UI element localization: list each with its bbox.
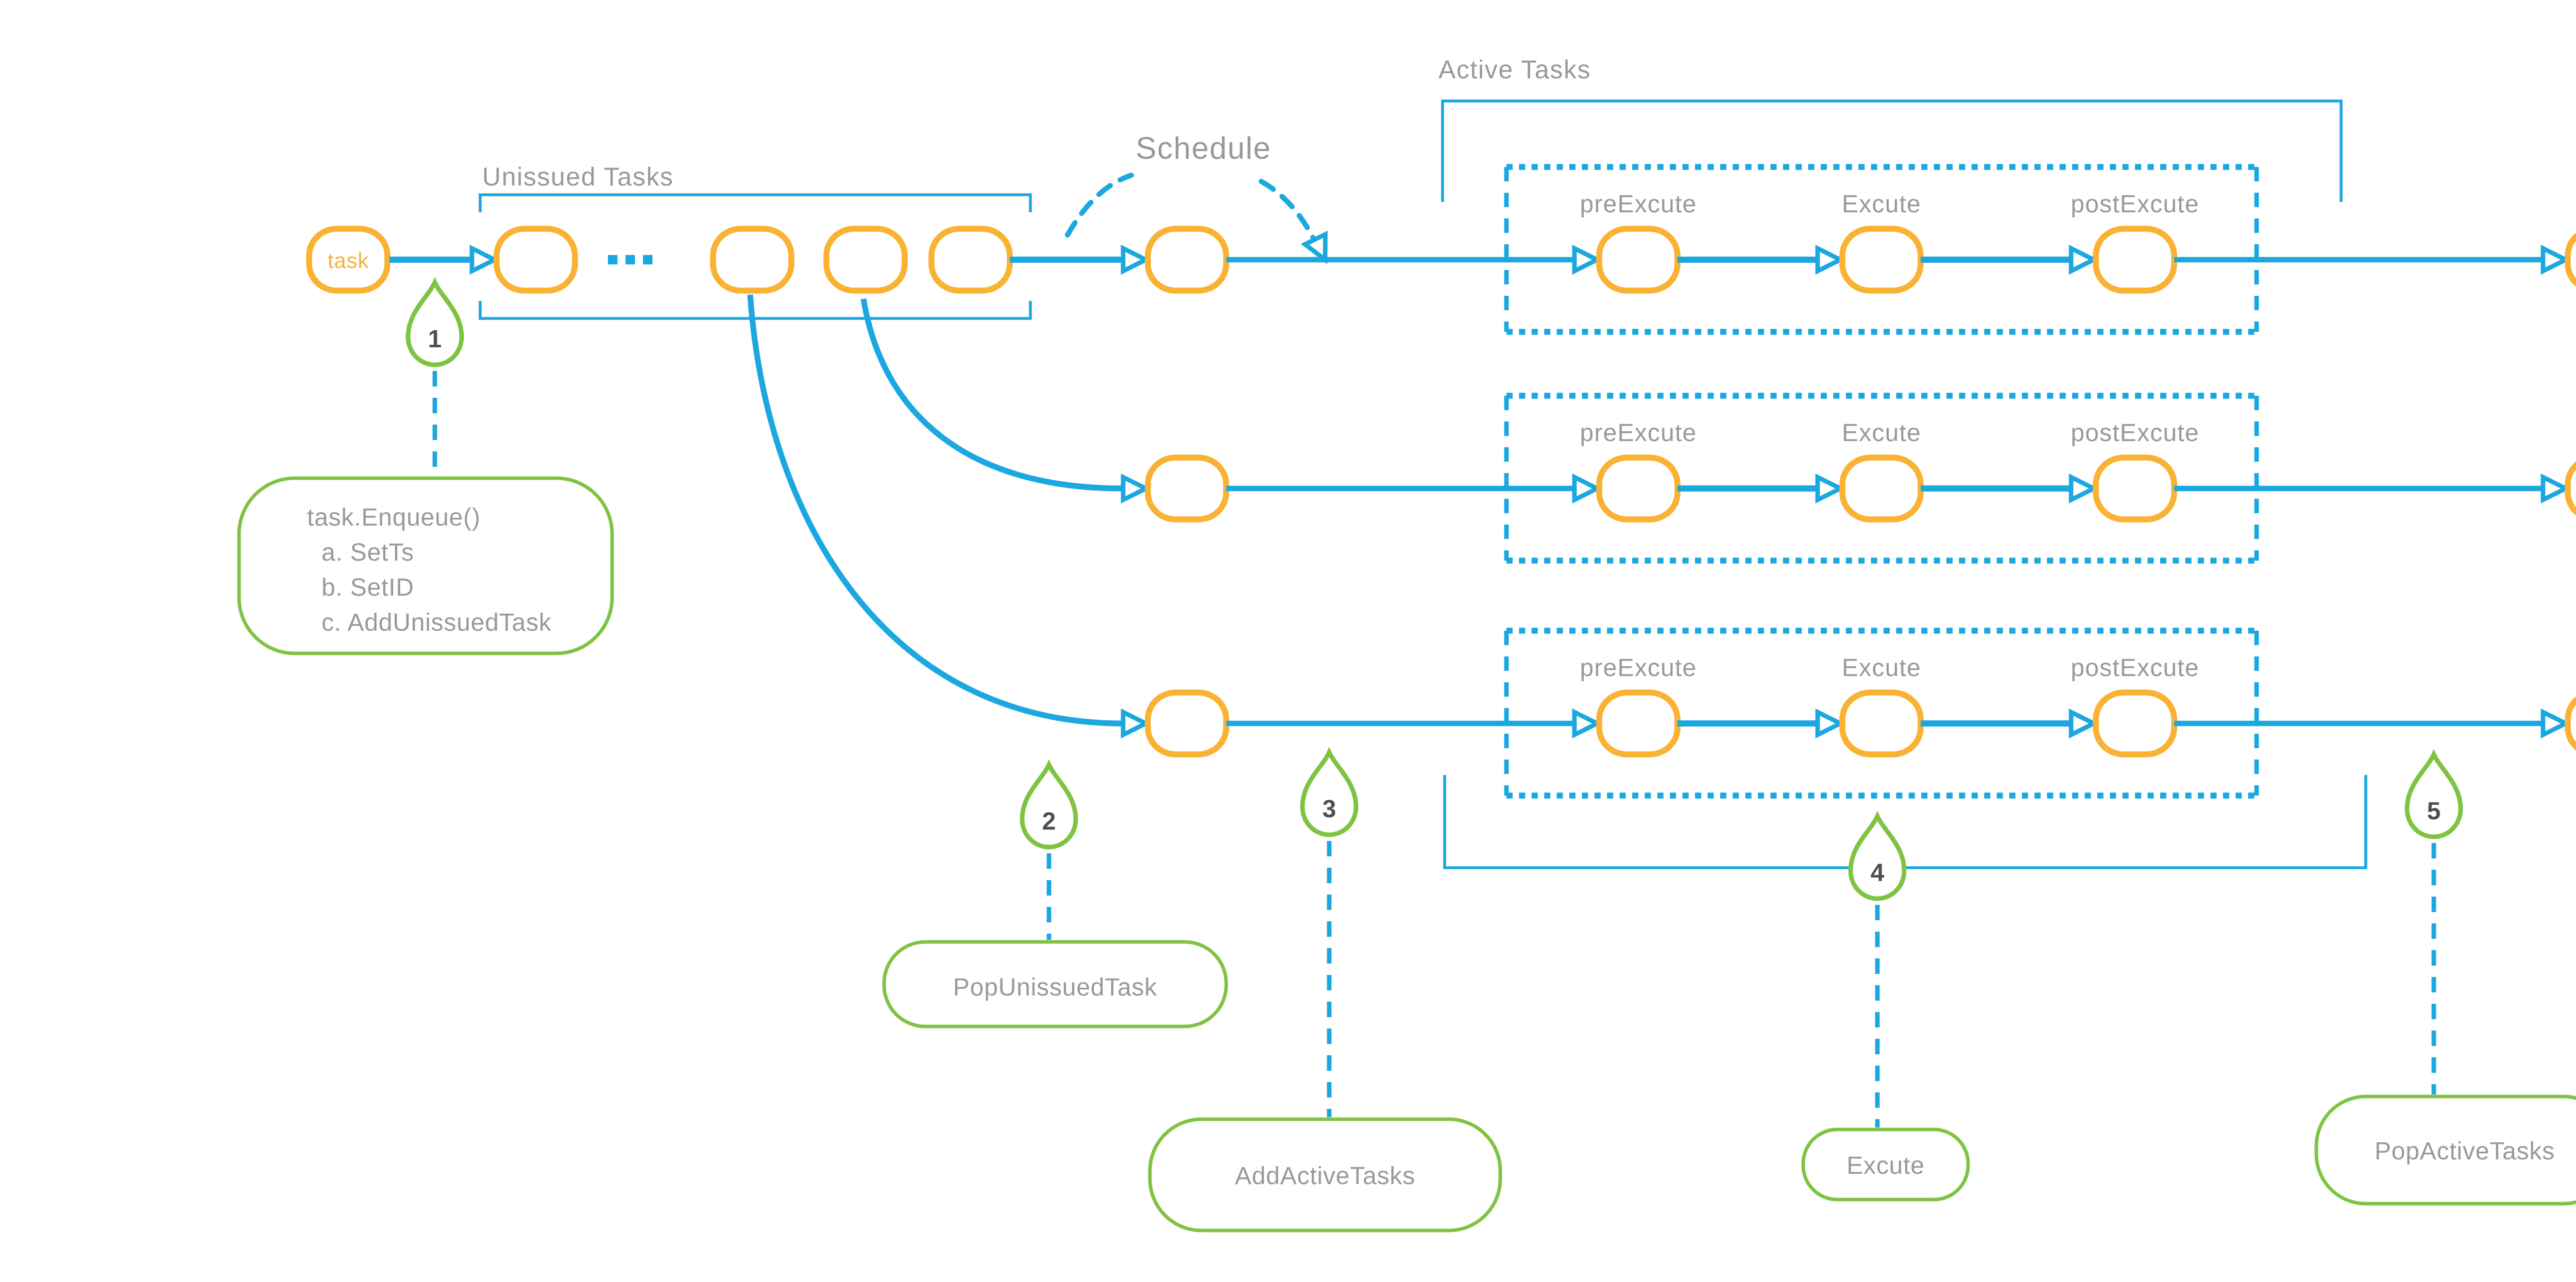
scheduled-node-row2	[1145, 454, 1229, 522]
preexcute-node-row3	[1596, 689, 1681, 757]
arrow-head-icon	[1574, 712, 1597, 735]
marker-2: 2 PopUnissuedTask	[882, 765, 1228, 1028]
marker-3: 3 AddActiveTasks	[1148, 752, 1502, 1233]
callout-label: AddActiveTasks	[1235, 1162, 1415, 1190]
active-tasks-label: Active Tasks	[1438, 55, 1591, 84]
callout-box-excute	[1801, 1127, 1970, 1202]
callout-item: a. SetTs	[321, 539, 414, 566]
marker-number: 4	[1871, 859, 1885, 887]
done-node-row2	[2565, 461, 2576, 516]
arrow-head-icon	[2543, 248, 2566, 271]
marker-4: 4 Excute	[1801, 816, 1970, 1202]
arrow-head-icon	[1123, 477, 1146, 500]
arrow-head-icon	[2071, 248, 2094, 271]
excute-node-row1	[1839, 226, 1924, 294]
queue-bracket-top	[479, 193, 1032, 212]
schedule-arc-left	[1065, 173, 1134, 238]
ellipsis-dot	[625, 255, 635, 265]
pipeline-row-1: preExcute Excute postExcute	[1145, 164, 2576, 335]
marker-5: 5 PopActiveTasks	[2314, 754, 2576, 1206]
stage-label-postexcute: postExcute	[2071, 419, 2199, 447]
marker-number: 5	[2427, 798, 2441, 825]
active-task-box-row2	[1504, 393, 2259, 564]
callout-item: c. AddUnissuedTask	[321, 609, 552, 636]
active-tasks-bracket-top	[1441, 99, 2343, 202]
callout-box-popactivetasks	[2314, 1094, 2576, 1206]
ellipsis-dot	[643, 255, 653, 265]
queue-node-3	[823, 226, 908, 294]
active-task-box-row1	[1504, 164, 2259, 335]
arrow-head-icon	[1574, 477, 1597, 500]
callout-item: b. SetID	[321, 574, 414, 601]
arrow-head-icon	[1818, 248, 1840, 271]
active-tasks-bracket-bottom	[1443, 775, 2367, 869]
excute-node-row2	[1839, 454, 1924, 522]
arrow-head-icon	[2543, 712, 2566, 735]
schedule-arc-right	[1259, 179, 1317, 244]
curve-queue-to-row2	[860, 298, 1124, 492]
stage-label-preexcute: preExcute	[1580, 191, 1697, 218]
queue-node-1	[494, 226, 578, 294]
marker-number: 2	[1042, 808, 1056, 835]
marker-number: 3	[1323, 796, 1336, 823]
pipeline-row-2: preExcute Excute postExcute	[860, 298, 2576, 564]
preexcute-node-row2	[1596, 454, 1681, 522]
callout-label: PopUnissuedTask	[953, 974, 1157, 1001]
done-node-row3	[2565, 696, 2576, 751]
active-task-box-row3	[1504, 628, 2259, 799]
postexcute-node-row3	[2093, 689, 2177, 757]
stage-label-excute: Excute	[1842, 654, 1921, 682]
callout-box-popunissuedtask	[882, 940, 1228, 1028]
callout-label: Excute	[1846, 1152, 1925, 1179]
scheduled-node-row1	[1145, 226, 1229, 294]
preexcute-node-row1	[1596, 226, 1681, 294]
callout-box-addactivetasks	[1148, 1117, 1502, 1233]
queue-node-2	[710, 226, 794, 294]
stage-label-postexcute: postExcute	[2071, 191, 2199, 218]
schedule-label: Schedule	[1136, 131, 1272, 165]
queue-bracket-bottom	[479, 301, 1032, 320]
arrow-head-icon	[1818, 477, 1840, 500]
scheduled-node-row3	[1145, 689, 1229, 757]
pipeline-row-3: preExcute Excute postExcute	[747, 294, 2576, 799]
stage-label-excute: Excute	[1842, 419, 1921, 447]
callout-title: task.Enqueue()	[307, 504, 481, 531]
queue-node-4	[928, 226, 1013, 294]
marker-number: 1	[428, 326, 442, 353]
curve-queue-to-row3	[747, 294, 1124, 727]
callout-box-enqueue	[237, 476, 614, 655]
arrow-head-icon	[2543, 477, 2566, 500]
postexcute-node-row2	[2093, 454, 2177, 522]
stage-label-excute: Excute	[1842, 191, 1921, 218]
arrow-head-icon	[1574, 248, 1597, 271]
ellipsis-dot	[608, 255, 618, 265]
task-node	[306, 226, 391, 294]
stage-label-postexcute: postExcute	[2071, 654, 2199, 682]
arrow-head-icon	[2071, 712, 2094, 735]
marker-1: 1 task.Enqueue() a. SetTs b. SetID c. Ad…	[237, 282, 614, 655]
stage-label-preexcute: preExcute	[1580, 419, 1697, 447]
stage-label-preexcute: preExcute	[1580, 654, 1697, 682]
excute-node-row3	[1839, 689, 1924, 757]
task-node-label: task	[328, 248, 369, 273]
postexcute-node-row1	[2093, 226, 2177, 294]
arrow-head-icon	[1123, 712, 1146, 735]
unissued-tasks-label: Unissued Tasks	[482, 162, 674, 191]
done-node-row1	[2565, 232, 2576, 287]
arrow-head-icon	[2071, 477, 2094, 500]
callout-label: PopActiveTasks	[2375, 1138, 2555, 1165]
arrow-head-icon	[1123, 248, 1146, 271]
arrow-head-icon	[472, 248, 495, 271]
arrow-head-icon	[1818, 712, 1840, 735]
